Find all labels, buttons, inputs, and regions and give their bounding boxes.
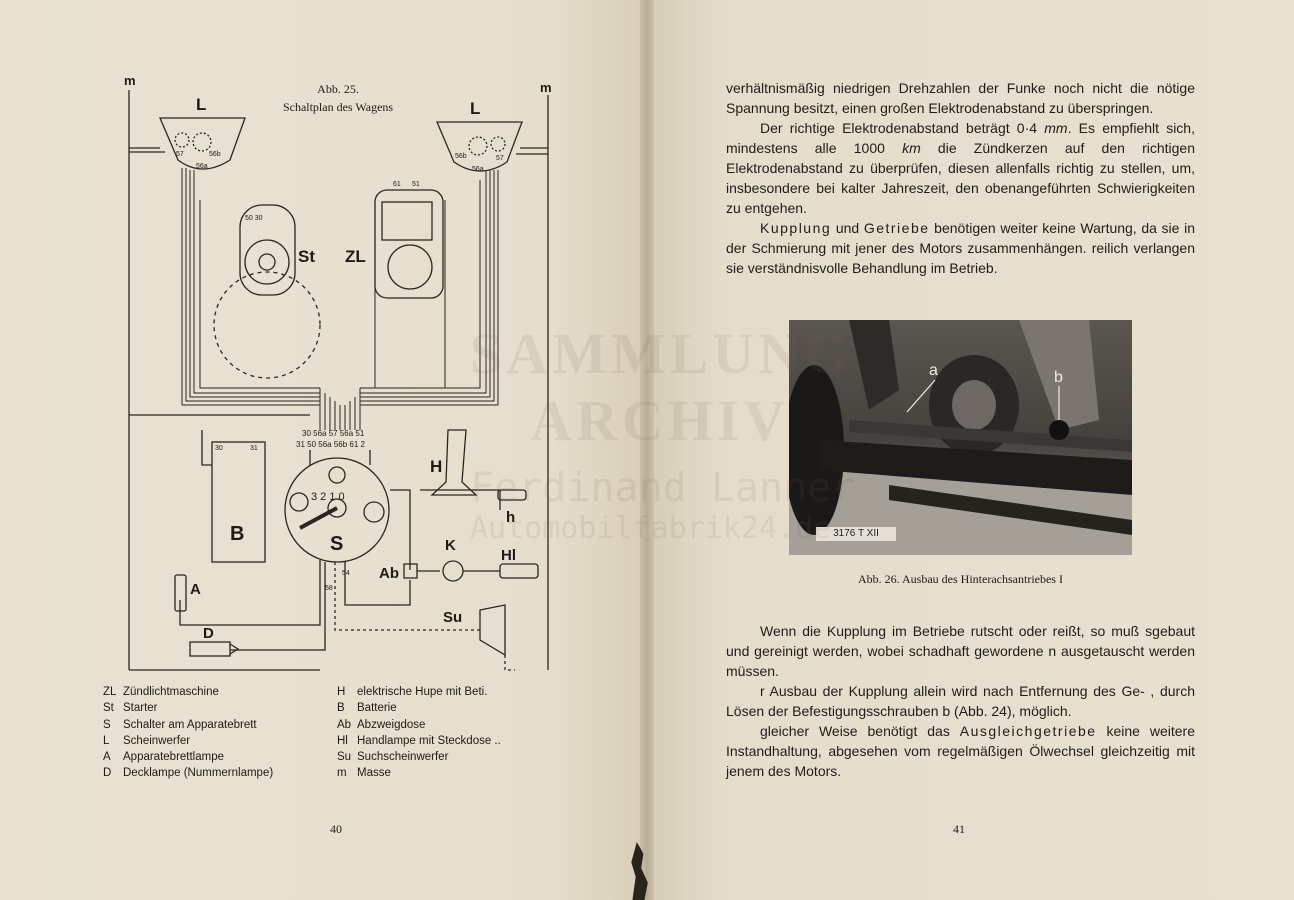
number-plate-lamp: D (189, 625, 240, 657)
paragraph-4: Wenn die Kupplung im Betriebe rutscht od… (726, 623, 1195, 679)
headlamp-left: L 57 56b 56a (159, 95, 246, 170)
lamp-left-terminal-56a: 56a (196, 163, 208, 170)
paragraph-1: verhältnismäßig niedrigen Drehzahlen der… (726, 80, 1195, 116)
switch-positions: 3 2 1 0 (311, 491, 345, 503)
branch-box: Ab (379, 563, 418, 582)
headlamp-right: L 56b 57 56a (436, 99, 523, 173)
battery: 30 31 B (211, 441, 266, 563)
label-L-right: L (470, 99, 480, 118)
label-m-left: m (124, 73, 136, 88)
rear-axle-photo-illustration: a b (789, 320, 1132, 555)
label-h: h (506, 509, 515, 526)
page-number-right: 41 (953, 822, 965, 836)
dash-lamp: A (174, 574, 201, 612)
plug-socket: K (442, 537, 464, 582)
text-block-top: verhältnismäßig niedrigen Drehzahlen der… (726, 78, 1195, 278)
lamp-left-terminal-56b: 56b (209, 151, 221, 158)
figure-25-heading: Abb. 25. Schaltplan des Wagens (238, 80, 438, 116)
starter-terminals: 50 30 (245, 215, 263, 222)
label-K: K (445, 537, 456, 554)
zl-terminal-61: 61 (393, 181, 401, 188)
lamp-right-terminal-57: 57 (496, 155, 504, 162)
search-light: Su (443, 604, 515, 671)
horn-button: h (497, 489, 527, 526)
label-m-right: m (540, 80, 552, 95)
label-Ab: Ab (379, 565, 399, 582)
lamp-right-terminal-56a: 56a (472, 166, 484, 173)
battery-terminal-31: 31 (250, 445, 258, 452)
dashboard-switch: 3 2 1 0 S 54 58 (284, 457, 390, 592)
photo-label-a: a (929, 362, 938, 379)
figure-number: Abb. 25. (317, 82, 359, 96)
zl-terminal-51: 51 (412, 181, 420, 188)
label-L-left: L (196, 95, 206, 114)
ignition-dynamo: 61 51 ZL (345, 181, 444, 299)
paragraph-5: r Ausbau der Kupplung allein wird nach E… (726, 683, 1195, 719)
label-D: D (203, 625, 214, 642)
lamp-left-terminal-57: 57 (176, 151, 184, 158)
photo-label-b: b (1054, 369, 1063, 386)
label-St: St (298, 247, 315, 266)
terminal-row-2: 31 50 56a 56b 61 2 (296, 440, 366, 449)
photo-rear-axle: a b (789, 320, 1132, 555)
label-ZL: ZL (345, 247, 366, 266)
book-gutter (640, 0, 654, 900)
label-Hl: Hl (501, 547, 516, 564)
battery-terminal-30: 30 (215, 445, 223, 452)
paragraph-6: gleicher Weise benötigt das Ausgleichget… (726, 723, 1195, 779)
starter: 50 30 St (213, 204, 321, 379)
photo-stamp: 3176 T XII (816, 527, 896, 541)
page-number-left: 40 (330, 822, 342, 836)
switch-terminal-58: 58 (325, 585, 333, 592)
wiring-diagram: m m L 57 56b 56a L 56b 57 56a (124, 73, 552, 671)
paragraph-3: Kupplung und Getriebe benötigen weiter k… (726, 220, 1195, 276)
cable-bundle (181, 168, 499, 430)
hand-lamp: Hl (499, 547, 539, 579)
label-S: S (330, 533, 343, 555)
left-page: Abb. 25. Schaltplan des Wagens m m L 57 … (0, 0, 647, 900)
electric-horn: H (430, 429, 478, 496)
label-H: H (430, 457, 442, 476)
label-A: A (190, 581, 201, 598)
switch-terminal-54: 54 (342, 570, 350, 577)
label-Su: Su (443, 609, 462, 626)
terminal-row-1: 30 56a 57 56a 51 (302, 429, 365, 438)
label-B: B (230, 523, 244, 545)
figure-26-caption: Abb. 26. Ausbau des Hinterachsantriebes … (858, 572, 1063, 586)
figure-title: Schaltplan des Wagens (282, 100, 394, 114)
lamp-right-terminal-56b: 56b (455, 153, 467, 160)
paragraph-2: Der richtige Elektrodenabstand beträgt 0… (726, 120, 1195, 216)
text-block-bottom: Wenn die Kupplung im Betriebe rutscht od… (726, 621, 1195, 781)
